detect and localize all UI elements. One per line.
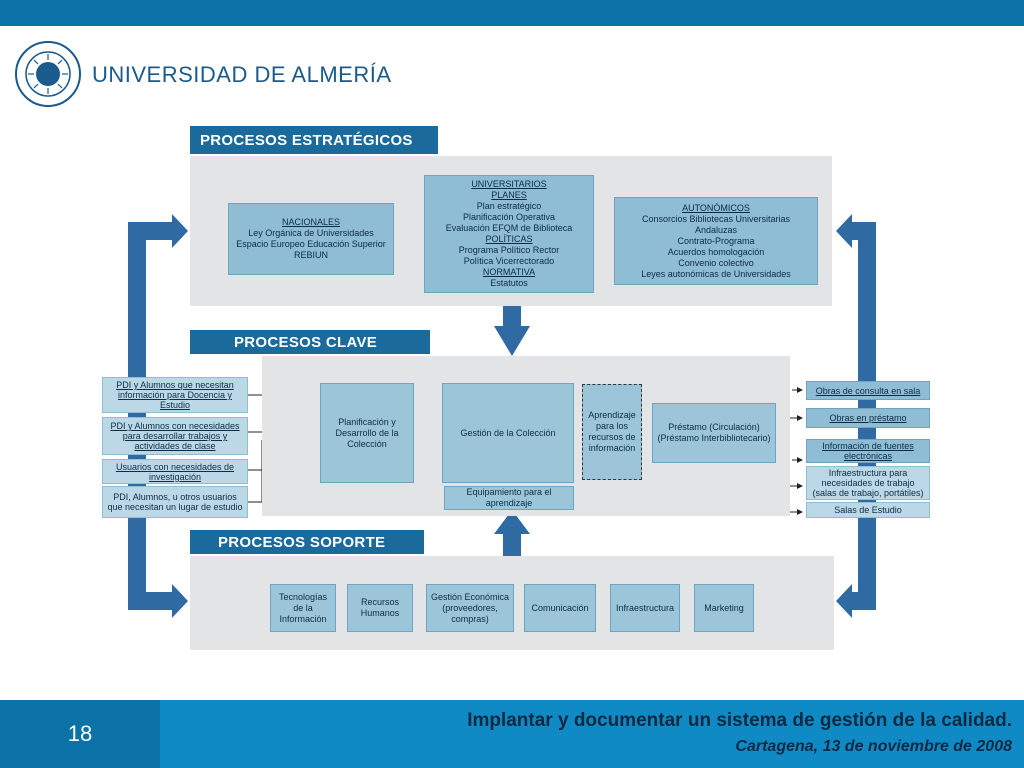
input-docencia: PDI y Alumnos que necesitan información … (102, 377, 248, 413)
output-obras-consulta: Obras de consulta en sala (806, 381, 930, 400)
up-arrow (494, 510, 530, 558)
footer-title: Implantar y documentar un sistema de ges… (467, 710, 1012, 731)
header-clave: PROCESOS CLAVE (190, 330, 430, 354)
input-investigacion: Usuarios con necesidades de investigació… (102, 459, 248, 484)
box-universitarios: UNIVERSITARIOS PLANES Plan estratégico P… (424, 175, 594, 293)
page-number: 18 (0, 700, 160, 768)
box-nacionales: NACIONALES Ley Orgánica de Universidades… (228, 203, 394, 275)
down-arrow (494, 306, 530, 356)
university-seal-icon (15, 41, 81, 107)
footer-subtitle: Cartagena, 13 de noviembre de 2008 (735, 738, 1012, 755)
soporte-recursos-humanos: Recursos Humanos (347, 584, 413, 632)
output-fuentes-electronicas: Información de fuentes electrónicas (806, 439, 930, 463)
soporte-comunicacion: Comunicación (524, 584, 596, 632)
bottom-bar (0, 700, 1024, 768)
box-aprendizaje: Aprendizaje para los recursos de informa… (582, 384, 642, 480)
top-bar (0, 0, 1024, 26)
box-autonomicos: AUTONÓMICOS Consorcios Bibliotecas Unive… (614, 197, 818, 285)
header-estrategicos: PROCESOS ESTRATÉGICOS (190, 126, 438, 154)
left-cycle-arrow (128, 214, 188, 618)
soporte-marketing: Marketing (694, 584, 754, 632)
soporte-tecnologias: Tecnologías de la Información (270, 584, 336, 632)
output-salas-estudio: Salas de Estudio (806, 502, 930, 518)
box-equipamiento: Equipamiento para el aprendizaje (444, 486, 574, 510)
header-soporte: PROCESOS SOPORTE (190, 530, 424, 554)
input-lugar-estudio: PDI, Alumnos, u otros usuarios que neces… (102, 486, 248, 518)
input-trabajos: PDI y Alumnos con necesidades para desar… (102, 417, 248, 455)
box-planificacion: Planificación y Desarrollo de la Colecci… (320, 383, 414, 483)
box-prestamo: Préstamo (Circulación) (Préstamo Interbi… (652, 403, 776, 463)
output-infraestructura: Infraestructura para necesidades de trab… (806, 466, 930, 500)
soporte-infraestructura: Infraestructura (610, 584, 680, 632)
box-gestion-coleccion: Gestión de la Colección (442, 383, 574, 483)
soporte-gestion-economica: Gestión Económica (proveedores, compras) (426, 584, 514, 632)
university-name: UNIVERSIDAD DE ALMERÍA (92, 62, 392, 87)
output-obras-prestamo: Obras en préstamo (806, 408, 930, 428)
